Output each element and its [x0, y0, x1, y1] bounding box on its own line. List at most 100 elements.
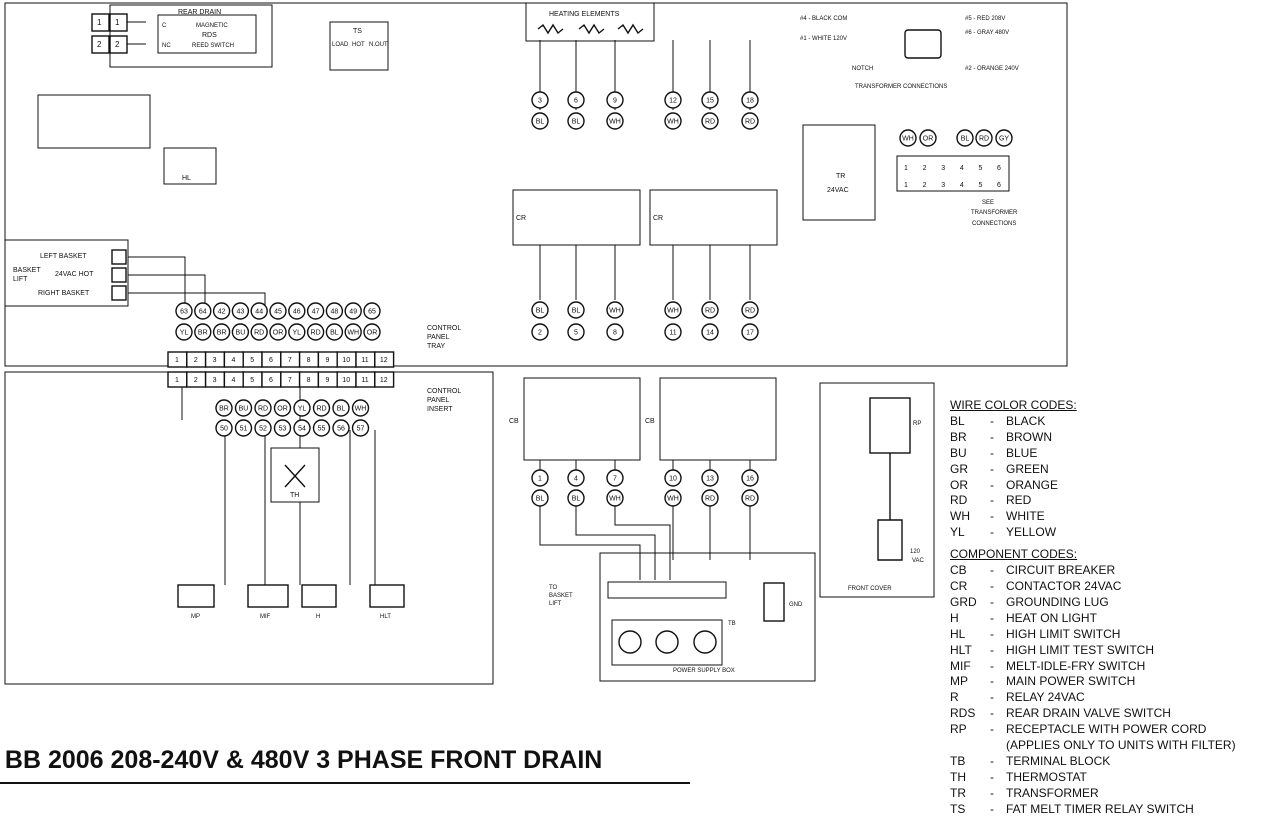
cb-bottom-color-circle — [567, 489, 585, 507]
cr-right-label: CR — [653, 215, 663, 222]
component-code-dash: - — [990, 578, 994, 593]
element-wire-color-circle — [606, 112, 624, 130]
tray-wire-color-circle — [344, 323, 362, 341]
insert-wire-color-circle — [234, 399, 253, 417]
cb-bottom-number-circle — [701, 469, 719, 487]
pin-label-2: 2 — [97, 40, 102, 49]
cb-top-color: WH — [667, 308, 679, 315]
tray-terminal-bottom — [374, 371, 395, 388]
tray-terminal-bottom-label: 7 — [288, 377, 292, 384]
insert-wire-color: YL — [298, 406, 307, 413]
component-code-dash — [990, 738, 1006, 754]
element-wire-number: 18 — [746, 98, 754, 105]
cb-bottom-color: WH — [609, 496, 621, 503]
tray-terminal-top-label: 9 — [325, 357, 329, 364]
insert-wire-color-circle — [332, 399, 350, 417]
cb-bottom-color: BL — [536, 496, 545, 503]
tray-terminal-top-label: 10 — [342, 357, 350, 364]
tray-terminal-top-label: 1 — [175, 357, 179, 364]
component-code-dash: - — [990, 801, 994, 816]
rp-label: RP — [913, 421, 921, 427]
insert-wire-number-circle — [273, 419, 292, 437]
component-code-name: HEAT ON LIGHT — [1006, 610, 1097, 625]
component-code-row: MP-MAIN POWER SWITCH — [950, 674, 1270, 690]
element-wire-number: 6 — [574, 98, 578, 105]
volt-120: 120 — [910, 549, 921, 555]
high-limit-test-switch — [369, 584, 405, 608]
component-codes-title: COMPONENT CODES: — [950, 547, 1078, 562]
wire-code-dash: - — [990, 525, 994, 540]
component-code-name: HIGH LIMIT TEST SWITCH — [1006, 642, 1155, 657]
component-code-row: HL-HIGH LIMIT SWITCH — [950, 627, 1270, 643]
cb-bottom-color: RD — [745, 496, 755, 503]
component-code-dash: - — [990, 753, 994, 768]
component-code-name: (APPLIES ONLY TO UNITS WITH FILTER) — [1006, 738, 1236, 753]
tray-terminal-top-label: 7 — [288, 357, 292, 364]
receptacle — [869, 397, 911, 454]
component-code-name: GROUNDING LUG — [1006, 594, 1109, 609]
insert-wire-color: RD — [258, 406, 268, 413]
component-code-row: R-RELAY 24VAC — [950, 690, 1270, 706]
insert-wire-color-circle — [312, 399, 331, 417]
insert-wire-number: 54 — [298, 426, 306, 433]
element-wire-color: WH — [667, 119, 679, 126]
element-wire-color-circle — [664, 112, 682, 130]
insert-wire-number-circle — [254, 419, 272, 437]
cb-bottom-number-circle — [567, 469, 585, 487]
wire-code-dash: - — [990, 429, 994, 444]
tray-wire-number-circle — [306, 302, 325, 320]
plug-pin-2a — [91, 35, 110, 54]
wire-code-code: WH — [950, 509, 970, 524]
element-wire-number: 15 — [706, 98, 714, 105]
component-code-row: RP-RECEPTACLE WITH POWER CORD — [950, 722, 1270, 738]
tray-terminal-top-label: 6 — [269, 357, 273, 364]
transformer-wire-color: RD — [979, 136, 989, 143]
tray-wire-color-circle — [306, 323, 325, 341]
tray-terminal-top-label: 5 — [250, 357, 254, 364]
terminal-screw-2 — [655, 630, 679, 654]
element-wire-color-circle — [741, 112, 759, 130]
component-code-dash: - — [990, 563, 994, 578]
melt-idle-fry-switch — [247, 584, 289, 608]
tray-wire-number: 49 — [349, 309, 357, 316]
tray-terminal-top-label: 11 — [361, 357, 368, 364]
tr-label: TR — [836, 173, 845, 180]
transformer-wire-color: OR — [923, 136, 934, 143]
see-1: SEE — [982, 200, 994, 206]
transformer-wire-color-circle — [995, 129, 1013, 147]
mif-label: MIF — [260, 614, 271, 620]
main-power-switch — [177, 584, 215, 608]
pin-label-2b: 2 — [115, 40, 120, 49]
component-code-code: HL — [950, 626, 966, 641]
diagram-title-bar: . BB 2006 208-240V & 480V 3 PHASE FRONT … — [0, 746, 690, 784]
tray-wire-color: BR — [198, 330, 208, 337]
wire-code-dash: - — [990, 413, 994, 428]
transformer-terminal-bottom: 1 — [904, 182, 908, 189]
component-code-dash: - — [990, 769, 994, 784]
element-wire-color: WH — [609, 119, 621, 126]
component-code-name: RECEPTACLE WITH POWER CORD — [1006, 722, 1207, 737]
component-code-name: CONTACTOR 24VAC — [1006, 578, 1122, 593]
tray-wire-number-circle — [175, 302, 193, 320]
tray-wire-color-circle — [269, 323, 287, 341]
transformer-terminal-top: 5 — [978, 165, 982, 172]
terminal-screw-3 — [693, 630, 717, 654]
tray-wire-number: 42 — [218, 309, 226, 316]
component-code-dash: - — [990, 722, 994, 737]
wire-code-name: RED — [1006, 493, 1032, 508]
component-code-row: TB-TERMINAL BLOCK — [950, 754, 1270, 770]
plug-pin-1a — [91, 13, 110, 32]
tray-wire-color: OR — [273, 330, 284, 337]
cb-top-number: 11 — [669, 330, 676, 337]
cb-bottom-number: 7 — [613, 476, 617, 483]
basket-hot-label: 24VAC HOT — [55, 271, 94, 278]
heat-on-light — [301, 584, 337, 608]
circuit-breaker-left — [523, 377, 641, 461]
cb-bottom-color-circle — [701, 489, 719, 507]
component-code-code: RDS — [950, 706, 976, 721]
tray-wire-color-circle — [250, 323, 268, 341]
element-wire-color-circle — [567, 112, 585, 130]
component-code-row: RDS-REAR DRAIN VALVE SWITCH — [950, 706, 1270, 722]
tray-wire-color-circle — [231, 323, 250, 341]
